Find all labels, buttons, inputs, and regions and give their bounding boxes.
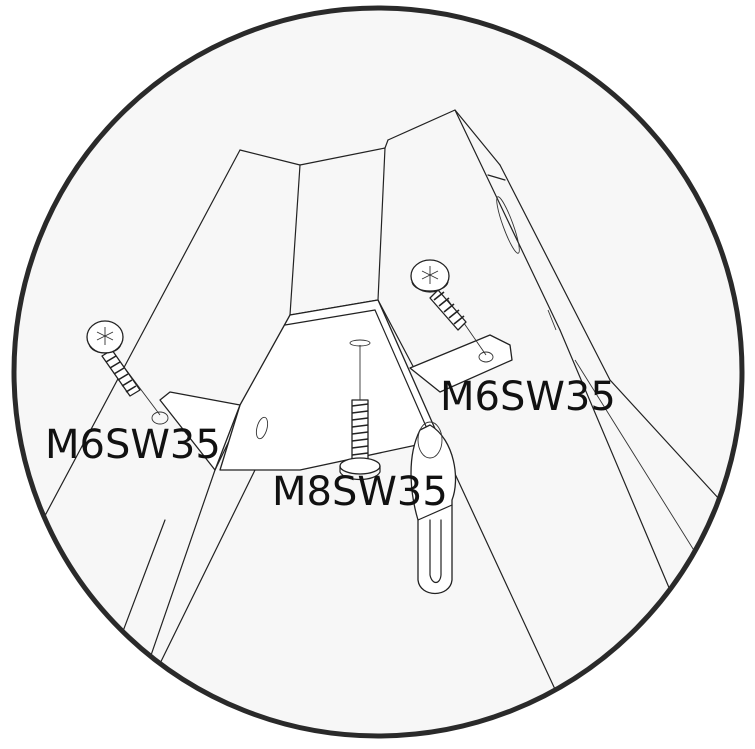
right-frame-leg [377,109,721,701]
frame-assembly [14,109,721,736]
left-screw-m6 [86,320,169,425]
right-screw-label: M6SW35 [440,374,616,420]
right-screw-m6 [410,259,487,356]
center-screw-label: M8SW35 [272,469,448,515]
u-bolt-hook [410,421,457,594]
center-screw-m8 [339,339,381,481]
left-screw-label: M6SW35 [45,422,221,468]
detail-circle-border [11,5,745,739]
bracket-plate [159,299,513,471]
